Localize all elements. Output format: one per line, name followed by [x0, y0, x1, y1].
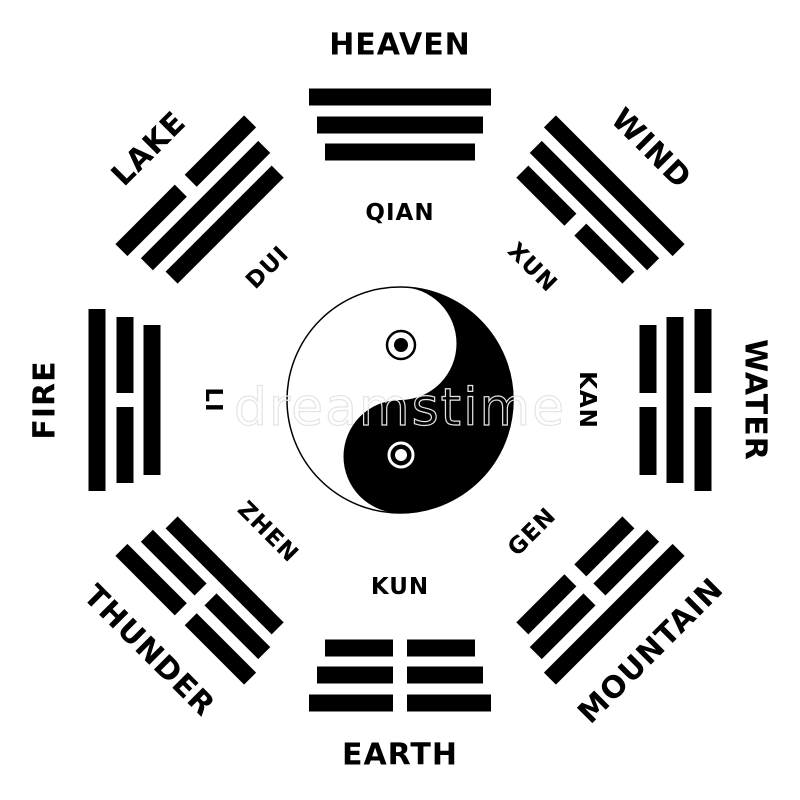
- yin-line-segment: [694, 407, 712, 491]
- yin-line-segment: [407, 639, 475, 657]
- yang-line: [543, 543, 685, 685]
- yin-line-segment: [529, 593, 596, 660]
- trigram-name-gen: GEN: [503, 503, 562, 562]
- yin-line-segment: [184, 613, 257, 685]
- yang-line: [666, 317, 684, 483]
- yin-line-segment: [317, 666, 393, 684]
- yin-line-segment: [184, 115, 257, 187]
- trigram-dui: [115, 115, 284, 284]
- yang-line: [140, 140, 271, 271]
- yin-line-segment: [407, 694, 491, 712]
- nature-label-water: WATER: [738, 339, 773, 461]
- yang-line: [325, 143, 475, 161]
- yin-line-segment: [574, 516, 635, 577]
- yang-line: [165, 165, 284, 284]
- yang-eye-dot: [394, 338, 408, 352]
- nature-label-fire: FIRE: [28, 360, 63, 439]
- yin-line-segment: [574, 223, 635, 284]
- yang-line: [309, 88, 491, 106]
- nature-label-earth: EARTH: [342, 738, 458, 773]
- trigram-kan: [639, 309, 712, 491]
- watermark-text: dreamstime: [234, 378, 566, 438]
- nature-label-heaven: HEAVEN: [329, 28, 471, 63]
- trigram-name-kan: KAN: [574, 371, 600, 429]
- trigram-gen: [516, 516, 685, 685]
- yin-line-segment: [116, 317, 134, 393]
- trigram-name-zhen: ZHEN: [232, 497, 303, 568]
- yin-line-segment: [516, 165, 577, 226]
- trigram-name-dui: DUI: [241, 241, 294, 294]
- yang-line: [317, 116, 483, 134]
- yin-line-segment: [325, 639, 393, 657]
- trigram-name-kun: KUN: [371, 574, 429, 600]
- yin-line-segment: [516, 574, 577, 635]
- yang-line: [165, 516, 284, 635]
- yin-line-segment: [694, 309, 712, 393]
- trigram-qian: [309, 88, 491, 161]
- nature-label-thunder: THUNDER: [76, 578, 221, 723]
- trigrams: [88, 88, 712, 712]
- nature-label-mountain: MOUNTAIN: [571, 571, 730, 730]
- trigram-xun: [516, 115, 685, 284]
- trigram-li: [88, 309, 161, 491]
- trigram-name-li: LI: [200, 387, 226, 412]
- yang-line: [88, 309, 106, 491]
- trigram-name-qian: QIAN: [365, 200, 434, 226]
- yin-line-segment: [115, 184, 187, 257]
- trigram-name-xun: XUN: [502, 238, 562, 298]
- trigram-kun: [309, 639, 491, 712]
- yang-line: [143, 325, 161, 475]
- yin-line-segment: [639, 407, 657, 475]
- yin-line-segment: [593, 529, 660, 596]
- yin-line-segment: [407, 666, 483, 684]
- yin-line-segment: [309, 694, 393, 712]
- yin-line-segment: [639, 325, 657, 393]
- yin-yang-symbol: [286, 286, 514, 514]
- yin-eye-dot: [395, 449, 407, 461]
- yin-line-segment: [116, 407, 134, 483]
- trigram-zhen: [115, 516, 284, 685]
- yin-line-segment: [115, 543, 187, 616]
- yang-line: [543, 115, 685, 257]
- yang-line: [529, 140, 660, 271]
- nature-label-lake: LAKE: [105, 105, 193, 193]
- yin-black-half: [343, 287, 513, 513]
- yin-line-segment: [204, 593, 271, 660]
- yin-line-segment: [140, 529, 207, 596]
